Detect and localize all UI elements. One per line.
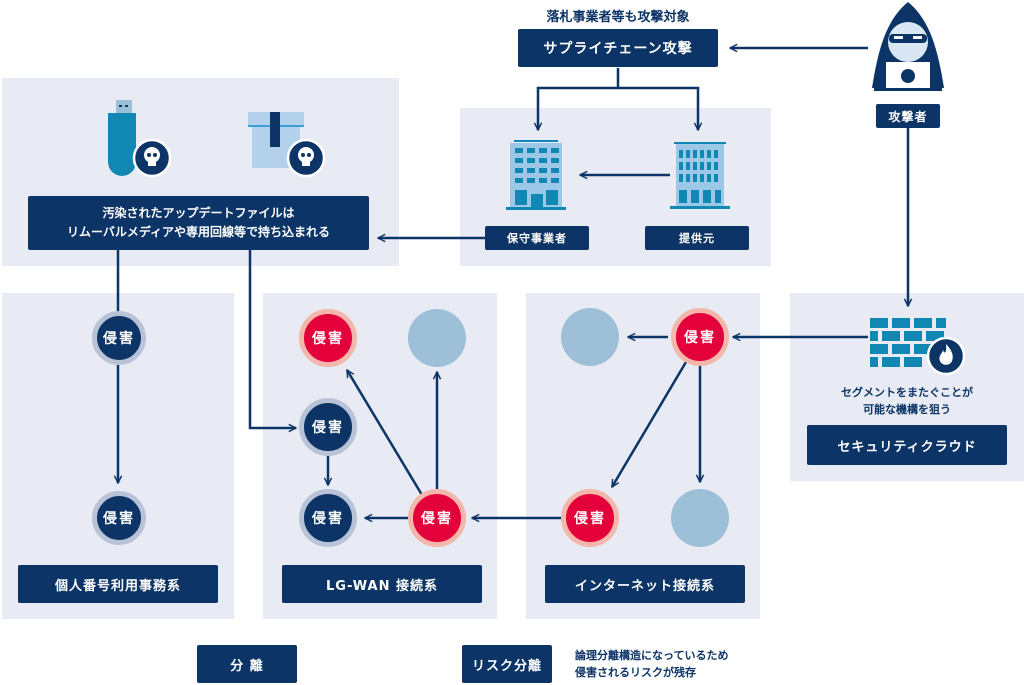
- supply-chain-caption: 落札事業者等も攻撃対象: [546, 10, 690, 25]
- media-description-line2: リムーバルメディアや専用回線等で持ち込まれる: [66, 225, 331, 239]
- node-safe: [408, 309, 466, 367]
- node-compromised-red: 侵害: [561, 489, 619, 547]
- security-cloud-box: セキュリティクラウド: [807, 425, 1007, 465]
- media-description-line1: 汚染されたアップデートファイルは: [102, 206, 295, 220]
- segment-label-lgwan: LG-WAN 接続系: [282, 565, 482, 603]
- node-compromised: 侵害: [299, 489, 357, 547]
- risk-note-line1: 論理分離構造になっているため: [575, 649, 729, 662]
- node-safe: [561, 308, 619, 366]
- risk-note-line2: 侵害されるリスクが残存: [575, 666, 696, 679]
- attacker-icon: [868, 0, 948, 92]
- media-description-box: 汚染されたアップデートファイルは リムーバルメディアや専用回線等で持ち込まれる: [28, 196, 369, 250]
- cloud-description-line1: セグメントをまたぐことが: [841, 386, 973, 399]
- node-compromised-red: 侵害: [671, 308, 729, 366]
- node-compromised-red: 侵害: [408, 489, 466, 547]
- provider-label: 提供元: [645, 226, 749, 250]
- supply-chain-box: サプライチェーン攻撃: [518, 29, 718, 67]
- node-compromised: 侵害: [92, 311, 146, 365]
- firewall-fire-icon: [868, 316, 968, 378]
- usb-drive-skull-icon: [108, 100, 173, 180]
- provider-building-icon: [670, 138, 734, 214]
- separation-label: 分 離: [197, 645, 297, 683]
- risk-separation-label: リスク分離: [462, 645, 552, 683]
- maintenance-building-icon: [506, 138, 570, 214]
- attacker-label: 攻撃者: [876, 104, 940, 128]
- segment-label-internet: インターネット接続系: [545, 565, 745, 603]
- cloud-description: セグメントをまたぐことが 可能な機構を狙う: [790, 384, 1024, 418]
- risk-note: 論理分離構造になっているため 侵害されるリスクが残存: [575, 647, 775, 681]
- cloud-description-line2: 可能な機構を狙う: [863, 403, 951, 416]
- node-compromised-red: 侵害: [299, 309, 357, 367]
- node-compromised: 侵害: [92, 491, 146, 545]
- maintenance-label: 保守事業者: [485, 226, 589, 250]
- node-compromised: 侵害: [299, 398, 357, 456]
- node-safe: [671, 489, 729, 547]
- segment-label-mynumber: 個人番号利用事務系: [18, 565, 218, 603]
- package-skull-icon: [246, 112, 326, 182]
